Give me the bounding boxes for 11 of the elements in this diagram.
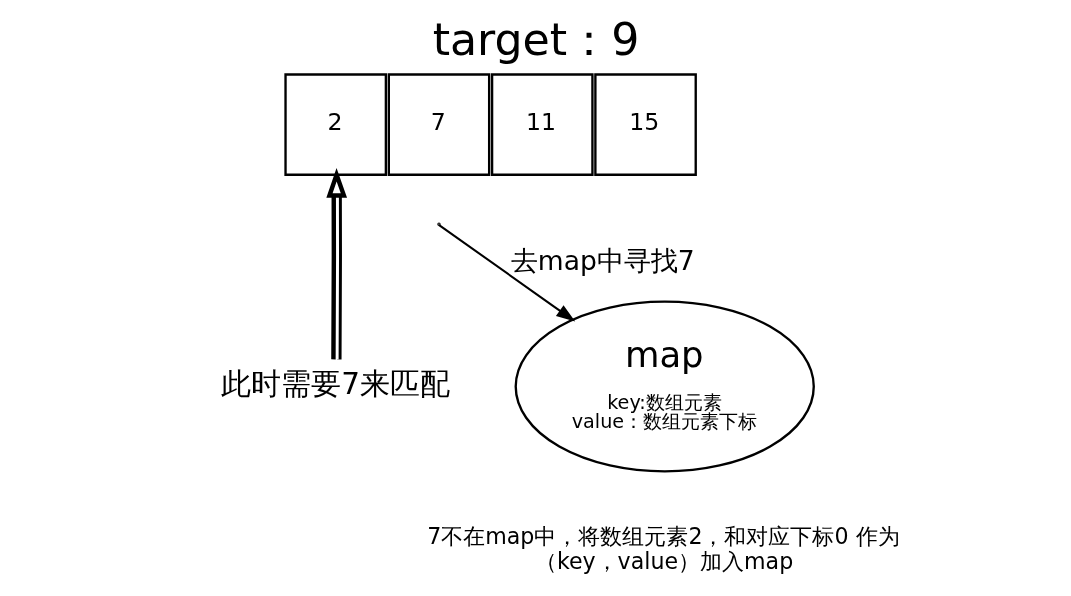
- node-text: 此时需要7来匹配: [220, 366, 450, 401]
- node-box: 11: [490, 73, 594, 176]
- node-box: 7: [387, 73, 490, 176]
- label: 7不在map中，将数组元素2，和对应下标0 作为（key，value）加入map: [426, 522, 900, 574]
- edge-label: 去map中寻找7: [510, 244, 695, 276]
- node-ellipse: map key:数组元素 value：数组元素下标: [514, 300, 815, 473]
- diagram-title: target：9: [432, 14, 639, 66]
- arrow: [325, 168, 347, 360]
- arrow: [438, 224, 575, 322]
- node-box: 2: [283, 73, 387, 176]
- node-box: 15: [593, 73, 697, 176]
